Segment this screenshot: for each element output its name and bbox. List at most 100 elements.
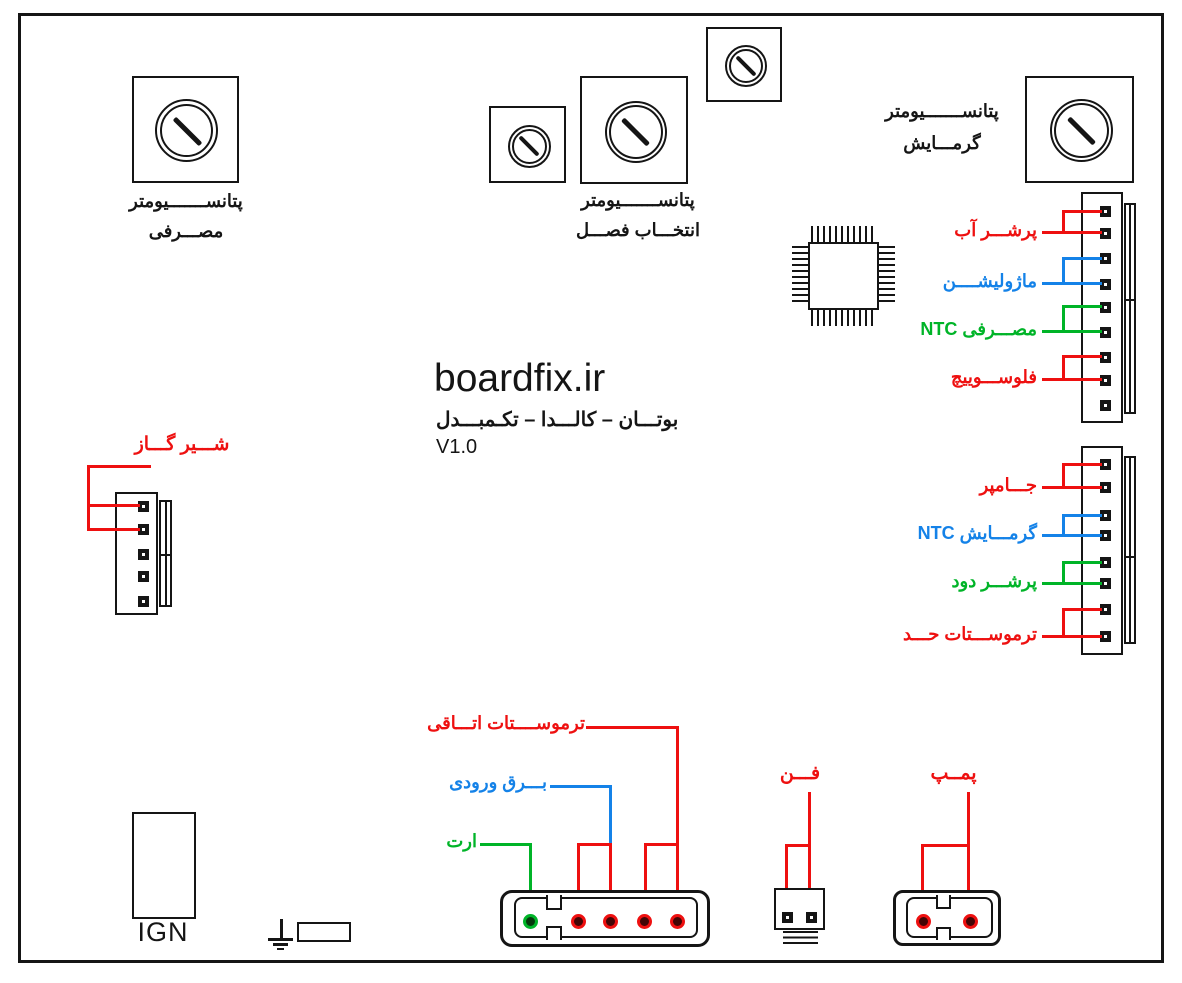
connector-gas-valve-rail [159, 500, 172, 607]
signal-label-jumper: جـــامپر [979, 475, 1037, 495]
wire-segment [529, 843, 532, 917]
trimmer-ring-icon [725, 45, 767, 87]
wire-segment [480, 843, 532, 846]
signal-label-power-input: بـــرق ورودی [449, 772, 547, 792]
pin [571, 914, 586, 929]
connector-gas-valve [115, 492, 158, 615]
wire-segment [676, 726, 679, 917]
ic-pins-bottom [811, 310, 877, 326]
pot-consumption-label-word: پتانســـــــیومتر [129, 191, 243, 211]
pot-season-label: انتخـــاب فصـــل [576, 220, 700, 240]
rail-split [1126, 299, 1134, 301]
pin [138, 549, 149, 560]
pin [1100, 327, 1111, 338]
pin [806, 912, 817, 923]
signal-label-earth: ارت [446, 831, 477, 851]
wire-segment [1062, 608, 1102, 611]
wire-segment [577, 843, 580, 917]
signal-label-smoke-pressure: پرشـــر دود [951, 571, 1038, 591]
signal-label-modulation: ماژولیشــــن [942, 271, 1037, 291]
ground-pad [297, 922, 351, 942]
wire-segment [577, 843, 612, 846]
pin [916, 914, 931, 929]
wire-segment [1042, 378, 1102, 381]
wire-segment [1062, 608, 1065, 638]
board-version: V1.0 [436, 436, 478, 458]
wire-segment [87, 504, 140, 507]
fan-connector-ridges [783, 931, 818, 945]
wire-segment [1062, 514, 1102, 517]
wire-segment [808, 792, 811, 915]
trimmer-inner-ring-icon [609, 105, 663, 159]
trimmer-ring-icon [1050, 99, 1113, 162]
wire-segment [1042, 231, 1102, 234]
pin [1100, 279, 1111, 290]
fan-label: فـــن [779, 763, 821, 784]
signal-label-ntc-heating: NTC گرمـــایش [917, 523, 1037, 543]
trimmer-inner-ring-icon [729, 49, 763, 83]
trimmer-ring-icon [605, 101, 667, 163]
wire-segment [1042, 534, 1102, 537]
earth-ground-icon [273, 943, 288, 946]
signal-label-flow-switch: فلوســـوییچ [950, 367, 1037, 387]
wire-segment [550, 785, 612, 788]
connector-key-notch [936, 895, 951, 909]
trimmer-inner-ring-icon [1054, 103, 1109, 158]
site-title: boardfix.ir [434, 357, 606, 400]
ic-pins-top [811, 226, 877, 242]
wire-segment [1042, 282, 1102, 285]
pin [1100, 228, 1111, 239]
wire-segment [921, 844, 970, 847]
wire-segment [1042, 330, 1102, 333]
pin [1100, 400, 1111, 411]
wire-segment [1062, 463, 1065, 489]
wire-segment [609, 843, 612, 917]
wire-segment [87, 465, 151, 468]
pin [1100, 604, 1111, 615]
pin [1100, 557, 1111, 568]
wire-segment [586, 726, 679, 729]
pin [782, 912, 793, 923]
pin [138, 501, 149, 512]
rail-split [1126, 556, 1134, 558]
pin-earth [523, 914, 538, 929]
pot-consumption-label: مصـــرفی [148, 221, 224, 241]
microcontroller-ic [808, 242, 879, 310]
wire-segment [644, 843, 647, 917]
wire-segment [1062, 210, 1102, 213]
wire-segment [1062, 305, 1065, 333]
wire-segment [1062, 210, 1065, 234]
connector-key-notch [936, 927, 951, 940]
potentiometer-consumption [132, 76, 239, 183]
signal-label-ntc-dhw: NTC مصـــرفی [920, 319, 1037, 339]
wire-segment [1062, 463, 1102, 466]
pin [1100, 459, 1111, 470]
connector-key-notch [546, 926, 562, 940]
wire-segment [921, 844, 924, 916]
pin [1100, 482, 1111, 493]
wire-segment [785, 844, 788, 915]
potentiometer-season [580, 76, 688, 184]
connector-key-notch [546, 895, 562, 910]
connector-bottom-right [1081, 446, 1123, 655]
rail-split [161, 554, 170, 556]
wire-segment [1062, 257, 1065, 285]
pin [1100, 631, 1111, 642]
ic-pins-left [792, 246, 808, 306]
wire-segment [1042, 582, 1102, 585]
wire-segment [785, 844, 811, 847]
pump-label: پمــپ [930, 763, 977, 784]
wire-segment [609, 785, 612, 845]
ic-pins-right [879, 246, 895, 306]
pin [1100, 530, 1111, 541]
pot-heating-label: گرمـــایش [903, 133, 981, 153]
pin [138, 596, 149, 607]
pin [603, 914, 618, 929]
pin [963, 914, 978, 929]
earth-ground-icon [280, 919, 283, 940]
pin [670, 914, 685, 929]
board-model-title: بوتـــان – کالـــدا – تکـمبـــدل [436, 409, 679, 431]
potentiometer-small-top [706, 27, 782, 102]
potentiometer-small-left [489, 106, 566, 183]
